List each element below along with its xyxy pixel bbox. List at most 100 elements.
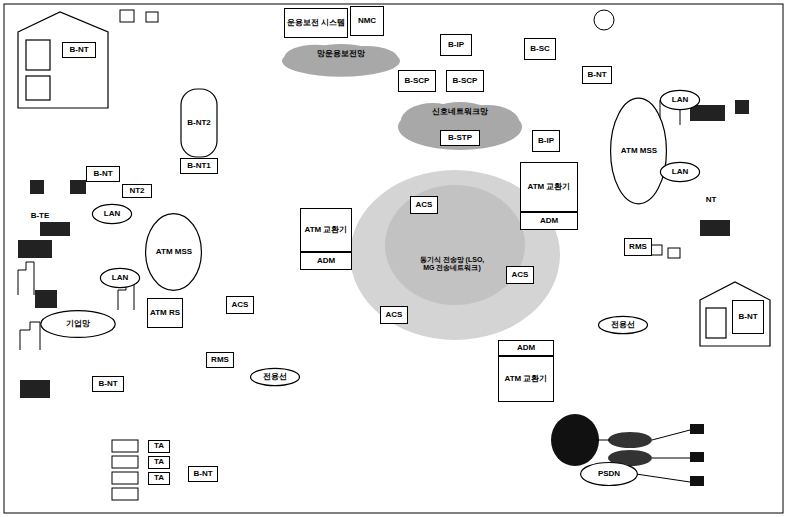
core-region-shade [385,185,525,305]
equipment-box: ADM [300,252,352,270]
terminal-capsule: B-NT2 [180,88,218,158]
ellipse-node: ATM MSS [610,96,667,206]
node-label: RMS [211,356,229,365]
equipment-box: B-NT [188,466,218,482]
node-label: NMC [358,17,376,26]
equipment-box: B-IP [532,130,560,152]
equipment-box: NT2 [122,184,152,198]
equipment-box: ACS [410,196,438,214]
ellipse-outline [92,204,131,223]
equipment-box: ATM 교환기 [498,356,554,402]
ellipse-node: 전용선 [598,316,648,334]
node-label: B-IP [448,41,464,50]
node-label: LAN [672,96,688,105]
network-cloud: 망운용보전망 [282,44,400,78]
node-label: ATM MSS [156,248,192,257]
node-label: TA [154,474,164,483]
cloud-puff [308,44,374,64]
node-label: ACS [416,201,433,210]
equipment-box: ACS [226,296,254,314]
node-label: LAN [672,168,688,177]
ellipse-outline [611,98,667,204]
equipment-box: B-NT [62,42,96,58]
equipment-box: ADM [520,212,578,230]
node-label: B-NT [193,470,212,479]
pstn-cylinder [551,414,704,486]
device-label: NT [696,196,726,205]
ellipse-node: 전용선 [250,368,300,386]
ellipse-outline [100,268,139,287]
equipment-box: NMC [350,6,384,36]
equipment-box: TA [148,456,170,469]
node-label: B-SC [530,45,550,54]
equipment-box: RMS [624,238,652,256]
equipment-box: TA [148,440,170,453]
node-label: LAN [112,274,128,283]
node-label: NT2 [129,187,144,196]
ellipse-node: LAN [100,268,140,288]
ellipse-outline [41,311,115,338]
equipment-box: ATM RS [147,298,183,328]
node-label: B-NT [69,46,88,55]
node-label: 전용선 [611,321,635,330]
equipment-box: ATM 교환기 [300,208,352,252]
node-label: B-NT2 [187,119,211,128]
network-caption: 동기식 전송망 (LSO, MG 전송네트워크) [416,256,488,271]
equipment-box: B-NT [732,300,764,334]
node-label: 운용보전 시스템 [287,19,345,28]
node-label: B-STP [448,134,472,143]
equipment-box: B-SC [524,38,556,60]
node-label: B-NT [738,313,757,322]
node-label: 신호네트워크망 [432,108,488,117]
house-icon [18,12,770,346]
ellipse-outline [251,368,300,385]
node-label: ATM MSS [621,147,657,156]
equipment-box: B-SCP [446,70,484,92]
equipment-box: ATM 교환기 [520,162,578,212]
ellipse-node: LAN [660,162,700,182]
node-label: B-IP [538,137,554,146]
equipment-box: B-NT [92,376,124,392]
equipment-box: RMS [206,352,234,368]
node-label: TA [154,458,164,467]
ellipse-node: 기업망 [40,310,116,338]
ellipse-outline [581,462,638,485]
node-label: TA [154,442,164,451]
node-label: ADM [540,217,558,226]
node-label: ACS [232,301,249,310]
ellipse-node: PSDN [580,462,638,486]
node-label: ADM [517,344,535,353]
equipment-box: ACS [380,306,408,324]
node-label: ATM RS [150,309,180,318]
equipment-box: 운용보전 시스템 [284,8,348,38]
ellipse-node: LAN [660,90,700,110]
node-label: B-NT [93,170,112,179]
network-cloud: 신호네트워크망 B-STP [398,102,522,152]
node-label: ACS [386,311,403,320]
ellipse-outline [146,214,202,291]
node-label: ADM [317,257,335,266]
equipment-box: ACS [506,266,534,284]
capsule-outline [181,89,217,157]
node-label: ATM 교환기 [305,226,348,235]
node-label: B-NT1 [187,162,211,171]
ellipse-outline [660,162,699,181]
node-label: B-SCP [405,77,430,86]
node-label: LAN [104,210,120,219]
node-label: ACS [512,271,529,280]
equipment-box: B-NT [582,66,612,84]
node-label: 기업망 [66,320,90,329]
device-label: B-TE [20,212,60,221]
node-label: B-NT [587,71,606,80]
equipment-box: B-NT [86,166,120,182]
equipment-box: B-IP [440,34,472,56]
equipment-box: TA [148,472,170,485]
equipment-box: B-NT1 [180,158,218,174]
ellipse-outline [599,316,648,333]
node-label: B-NT [98,380,117,389]
node-label: B-SCP [453,77,478,86]
ellipse-node: ATM MSS [145,212,202,292]
terminal-icons [112,10,680,500]
